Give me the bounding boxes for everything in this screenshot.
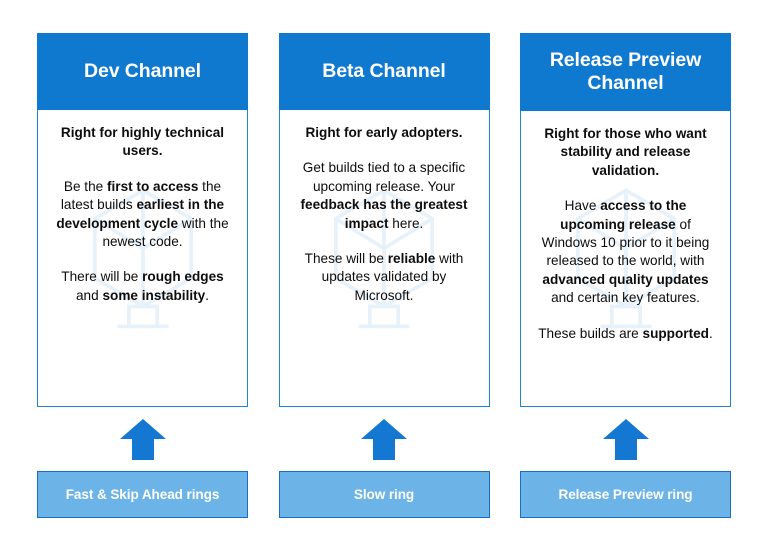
channel-paragraph: Be the first to access the latest builds… [56, 178, 229, 250]
ring-label-dev[interactable]: Fast & Skip Ahead rings [37, 471, 248, 518]
channel-paragraph: These builds are supported. [538, 325, 713, 341]
channel-body-release-preview: Right for those who want stability and r… [520, 111, 731, 407]
channel-text-dev: Right for highly technical users. Be the… [50, 124, 235, 305]
channel-paragraph: There will be rough edges and some insta… [61, 269, 224, 303]
up-arrow-icon [119, 418, 166, 460]
channel-column-release-preview: Release Preview Channel Right for those … [520, 0, 731, 553]
channel-header-beta: Beta Channel [278, 33, 490, 110]
channel-column-dev: Dev Channel Right for highly technical u… [37, 0, 248, 553]
channel-lead-dev: Right for highly technical users. [60, 125, 225, 159]
channel-lead-release-preview: Right for those who want stability and r… [544, 126, 707, 178]
channel-paragraph: Get builds tied to a specific upcoming r… [300, 160, 468, 231]
ring-label-beta[interactable]: Slow ring [278, 471, 490, 518]
arrow-container-release-preview [520, 407, 731, 471]
up-arrow-icon [602, 418, 649, 460]
channel-paragraph: These will be reliable with updates vali… [304, 251, 464, 303]
channel-header-dev: Dev Channel [37, 33, 248, 110]
up-arrow-icon [361, 418, 407, 460]
ring-label-release-preview[interactable]: Release Preview ring [520, 471, 731, 518]
arrow-container-beta [279, 407, 490, 471]
channel-paragraph: Have access to the upcoming release of W… [541, 198, 710, 306]
channel-body-beta: Right for early adopters. Get builds tie… [278, 110, 490, 407]
channel-body-dev: Right for highly technical users. Be the… [37, 110, 248, 407]
channel-text-beta: Right for early adopters. Get builds tie… [292, 124, 477, 305]
channel-text-release-preview: Right for those who want stability and r… [533, 125, 718, 343]
channel-lead-beta: Right for early adopters. [305, 125, 463, 140]
arrow-container-dev [37, 407, 248, 471]
channel-header-release-preview: Release Preview Channel [520, 33, 731, 111]
channel-column-beta: Beta Channel Right for early adopters. G… [278, 0, 490, 553]
